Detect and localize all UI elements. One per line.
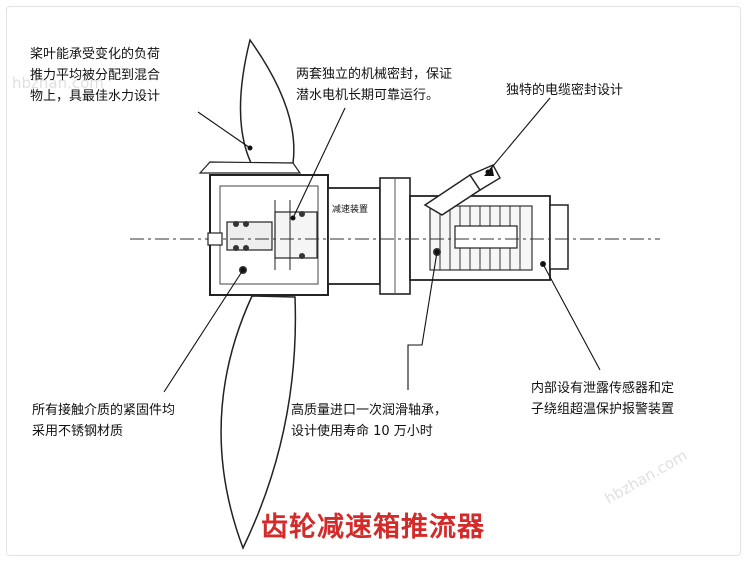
lower-blade [220,295,297,550]
rotor [454,225,518,249]
gearbox-housing [327,187,381,285]
image-frame [6,6,741,556]
annotation-bearing: 高质量进口一次润滑轴承， 设计使用寿命 10 万小时 [291,403,448,439]
annotation-sensors: 内部设有泄露传感器和定 子绕组超温保护报警装置 [531,381,675,417]
gearbox-label: 减速装置 [332,203,368,215]
leader-lines [163,97,601,393]
annotation-fasteners: 所有接触介质的紧固件均 采用不锈钢材质 [32,403,176,439]
upper-blade-root [198,161,302,174]
mechanical-seal-block [274,211,318,259]
front-seal [226,221,273,251]
watermark: hbzhan.com [12,74,104,92]
annotation-cable-seal: 独特的电缆密封设计 [506,83,624,98]
rear-cover [549,204,569,270]
diagram-title: 齿轮减速箱推流器 [261,512,485,543]
annotation-mechanical-seal: 两套独立的机械密封，保证 潜水电机长期可靠运行。 [296,67,453,103]
annotation-blade-load: 桨叶能承受变化的负荷 推力平均被分配到混合 物上，具最佳水力设计 [30,47,161,104]
